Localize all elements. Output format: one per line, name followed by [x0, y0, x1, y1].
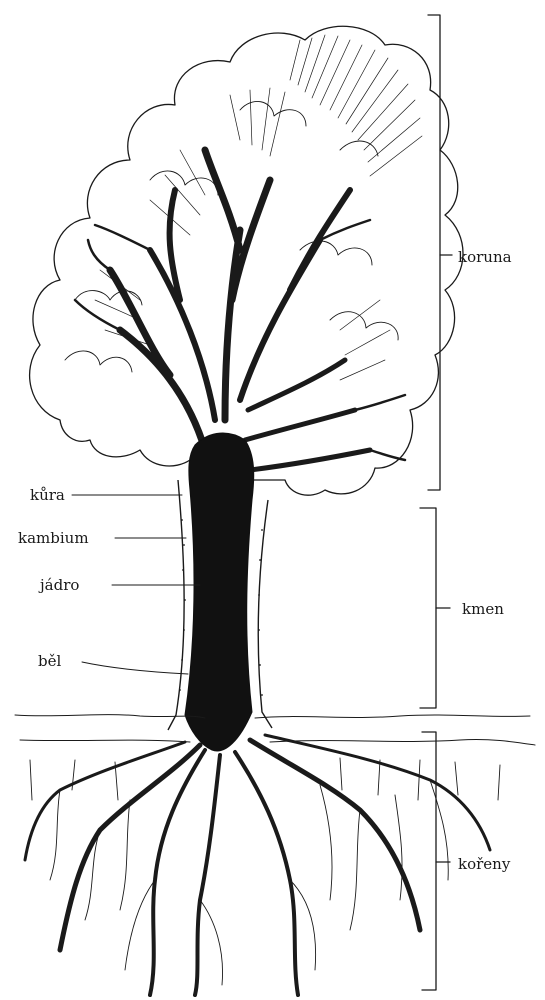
ground-surface	[15, 715, 535, 745]
label-bark: kůra	[30, 486, 65, 504]
bracket-trunk	[420, 508, 436, 708]
tree-branches	[75, 150, 405, 470]
branch-left-upper	[150, 190, 215, 420]
branch-right-main	[245, 360, 370, 470]
crown-outline	[30, 26, 463, 495]
label-crown: koruna	[458, 248, 512, 266]
label-cambium: kambium	[18, 529, 89, 547]
label-roots: kořeny	[458, 855, 511, 873]
branch-center	[205, 150, 270, 420]
root-main-left	[60, 745, 200, 950]
label-trunk: kmen	[462, 600, 504, 618]
tree-trunk	[168, 433, 272, 751]
section-brackets	[420, 15, 452, 990]
tree-roots	[25, 735, 500, 995]
branch-small-right	[320, 220, 405, 460]
tree-crown	[30, 26, 463, 495]
branch-left-main	[110, 270, 205, 450]
leader-sapwood	[82, 662, 188, 674]
rootlets	[30, 758, 500, 985]
label-sapwood: běl	[38, 652, 61, 670]
bracket-roots	[422, 732, 436, 990]
trunk-heartwood	[185, 433, 254, 751]
root-right-2	[235, 752, 298, 995]
bracket-crown	[428, 15, 440, 490]
root-center	[195, 755, 220, 995]
label-heartwood: jádro	[38, 576, 79, 594]
